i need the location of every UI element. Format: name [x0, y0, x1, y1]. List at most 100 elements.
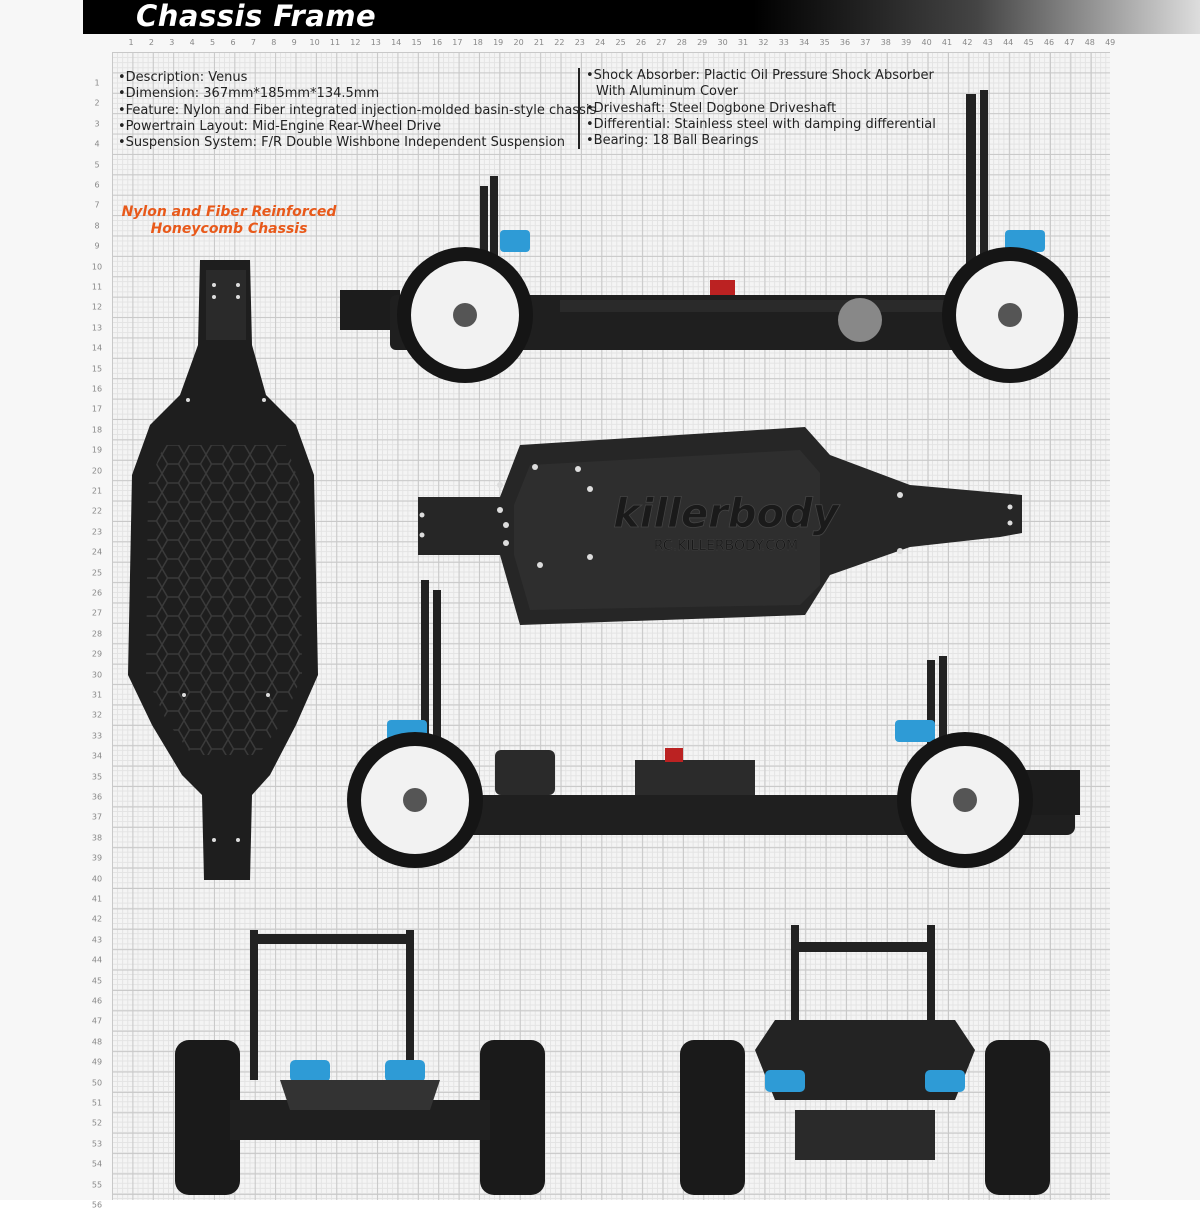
ruler-left-number: 23: [91, 527, 103, 537]
ruler-top-number: 16: [431, 38, 443, 47]
ruler-top-number: 24: [595, 38, 606, 47]
ruler-left-number: 11: [91, 282, 103, 292]
spec-suspension: •Suspension System: F/R Double Wishbone …: [118, 135, 565, 151]
ruler-top-number: 43: [982, 38, 993, 47]
ruler-top-number: 5: [210, 38, 216, 47]
ruler-left-number: 45: [91, 976, 103, 986]
ruler-left-number: 26: [91, 588, 103, 598]
ruler-left-number: 30: [91, 670, 103, 680]
ruler-top-number: 4: [189, 38, 195, 47]
ruler-top-number: 6: [230, 38, 236, 47]
page-title: Chassis Frame: [136, 0, 377, 33]
ruler-top-number: 29: [697, 38, 708, 47]
ruler-left-number: 41: [91, 894, 103, 904]
ruler-left-number: 6: [94, 180, 100, 190]
ruler-left-number: 24: [91, 547, 103, 557]
callout-line-2: Honeycomb Chassis: [150, 221, 308, 237]
ruler-left-number: 9: [94, 241, 100, 251]
ruler-left-number: 32: [91, 710, 103, 720]
spec-driveshaft: •Driveshaft: Steel Dogbone Driveshaft: [586, 100, 837, 116]
chassis-plate-image: killerbody RC.KILLERBODY.COM: [418, 427, 1022, 625]
ruler-top-number: 49: [1105, 38, 1116, 47]
ruler-top-number: 28: [676, 38, 687, 47]
spec-list-left: •Description: Venus •Dimension: 367mm*18…: [118, 70, 596, 151]
spec-bearing: •Bearing: 18 Ball Bearings: [586, 133, 759, 149]
ruler-left-number: 48: [91, 1037, 103, 1047]
ruler-left-number: 31: [91, 690, 103, 700]
ruler-top-number: 15: [411, 38, 422, 47]
ruler-left-number: 27: [91, 608, 103, 618]
ruler-top-number: 45: [1023, 38, 1034, 47]
ruler-left-number: 18: [91, 425, 103, 435]
ruler-left-number: 39: [91, 853, 103, 863]
honeycomb-chassis-image: [128, 260, 318, 880]
ruler-top-number: 33: [778, 38, 789, 47]
ruler-top-number: 46: [1043, 38, 1055, 47]
ruler-left-number: 25: [91, 568, 103, 578]
ruler-top-number: 42: [962, 38, 973, 47]
ruler-top-number: 3: [169, 38, 175, 47]
spec-dimension: •Dimension: 367mm*185mm*134.5mm: [118, 86, 380, 102]
ruler-top-number: 30: [717, 38, 728, 47]
ruler-left-number: 20: [91, 466, 103, 476]
spec-feature: •Feature: Nylon and Fiber integrated inj…: [118, 102, 597, 118]
ruler-left-number: 43: [91, 935, 103, 945]
ruler-left-number: 10: [91, 262, 103, 272]
ruler-top-number: 12: [350, 38, 361, 47]
ruler-top-number: 47: [1064, 38, 1075, 47]
ruler-top-number: 1: [128, 38, 134, 47]
ruler-top-number: 8: [271, 38, 277, 47]
ruler-left-number: 19: [91, 445, 103, 455]
ruler-left-number: 51: [91, 1098, 103, 1108]
ruler-top-number: 37: [860, 38, 871, 47]
ruler-top-number: 44: [1003, 38, 1014, 47]
ruler-left-number: 29: [91, 649, 103, 659]
ruler-top-number: 22: [554, 38, 565, 47]
ruler-top-number: 20: [513, 38, 524, 47]
ruler-top-number: 21: [533, 38, 545, 47]
ruler-top-number: 32: [758, 38, 769, 47]
ruler-top-number: 35: [819, 38, 830, 47]
ruler-top-number: 11: [329, 38, 341, 47]
ruler-left-number: 8: [94, 221, 100, 231]
ruler-top-number: 9: [291, 38, 297, 47]
ruler-left-number: 16: [91, 384, 103, 394]
ruler-left-number: 47: [91, 1016, 103, 1026]
spec-shock-cont: With Aluminum Cover: [596, 84, 739, 100]
ruler-left-number: 4: [94, 139, 100, 149]
callout-line-1: Nylon and Fiber Reinforced: [121, 204, 337, 220]
ruler-left-number: 21: [91, 486, 103, 496]
side-view-bottom-image: [347, 580, 1080, 868]
ruler-top-number: 34: [799, 38, 810, 47]
ruler-left-number: 46: [91, 996, 103, 1006]
ruler-left-number: 13: [91, 323, 103, 333]
ruler-left-number: 37: [91, 812, 103, 822]
ruler-left-number: 54: [91, 1159, 103, 1169]
spec-description: •Description: Venus: [118, 70, 248, 85]
ruler-left-number: 22: [91, 506, 103, 516]
ruler-left-number: 2: [94, 98, 100, 108]
ruler-left-number: 44: [91, 955, 103, 965]
ruler-top-number: 2: [148, 38, 154, 47]
honeycomb-callout: Nylon and Fiber Reinforced Honeycomb Cha…: [118, 204, 340, 238]
spec-shock: •Shock Absorber: Plactic Oil Pressure Sh…: [586, 68, 934, 83]
plate-url: RC.KILLERBODY.COM: [654, 538, 798, 554]
ruler-top-number: 13: [370, 38, 381, 47]
spec-differential: •Differential: Stainless steel with damp…: [586, 116, 936, 132]
ruler-top-number: 19: [493, 38, 504, 47]
ruler-top-number: 25: [615, 38, 626, 47]
spec-powertrain: •Powertrain Layout: Mid-Engine Rear-Whee…: [118, 118, 442, 134]
ruler-left-number: 5: [94, 160, 100, 170]
ruler-left-number: 7: [94, 200, 100, 210]
ruler-left-number: 53: [91, 1139, 103, 1149]
ruler-left-number: 34: [91, 751, 103, 761]
ruler-left-number: 28: [91, 629, 103, 639]
ruler-top-number: 17: [452, 38, 463, 47]
ruler-top-number: 38: [880, 38, 891, 47]
ruler-top-number: 48: [1084, 38, 1095, 47]
ruler-left-number: 35: [91, 772, 103, 782]
ruler-top-number: 26: [635, 38, 647, 47]
ruler-left-number: 40: [91, 874, 103, 884]
ruler-top-number: 14: [391, 38, 402, 47]
